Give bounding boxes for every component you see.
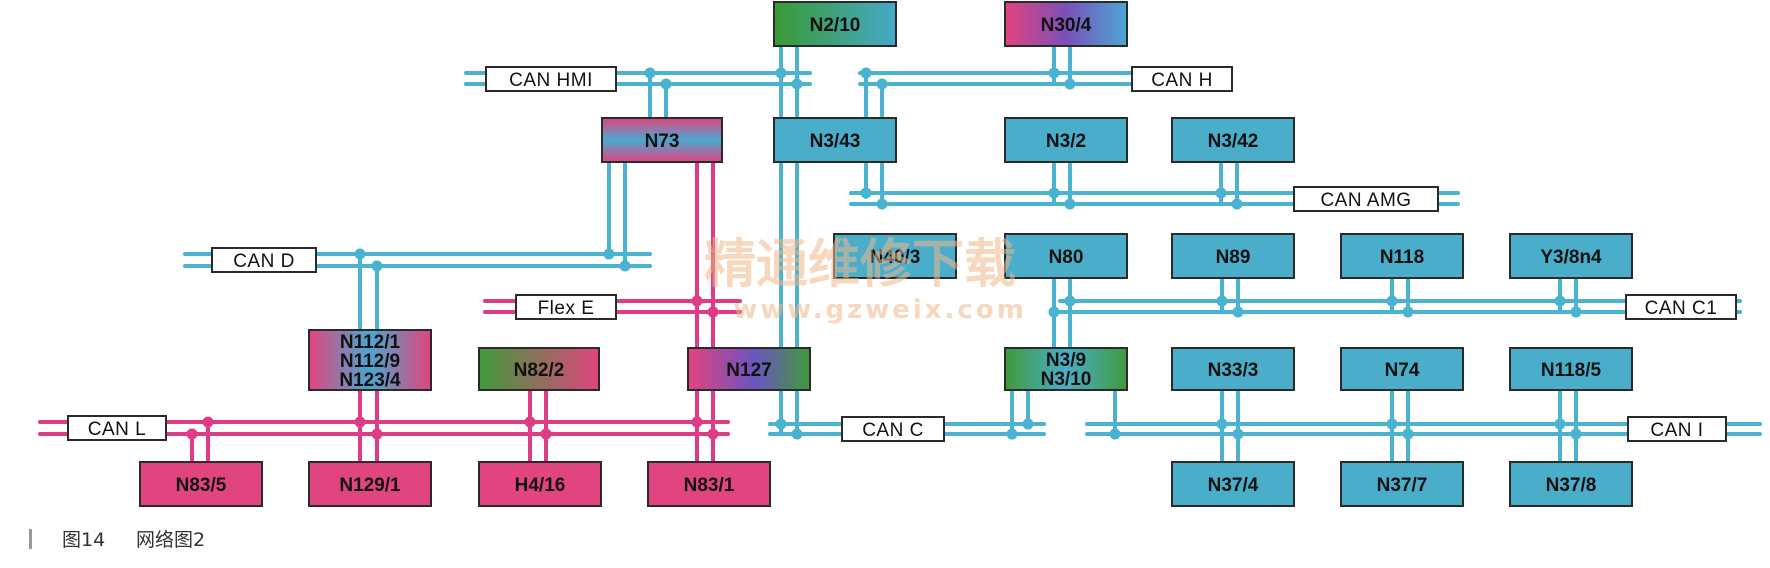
figure-caption: 图14 网络图2 [29,529,205,551]
svg-text:N74: N74 [1385,360,1420,381]
svg-text:CAN I: CAN I [1650,420,1703,441]
node-n30-4: N30/4 [1004,1,1128,47]
bus-labels: CAN HMI CAN H CAN AMG CAN D Flex E CAN C… [67,66,1737,442]
svg-text:CAN D: CAN D [233,251,295,272]
junction-dots [186,67,1582,440]
svg-text:N3/9: N3/9 [1046,350,1086,371]
node-n112-group: N112/1 N112/9 N123/4 [308,329,432,391]
svg-text:N118/5: N118/5 [1541,360,1602,381]
svg-text:Y3/8n4: Y3/8n4 [1540,247,1602,268]
svg-text:N37/7: N37/7 [1377,475,1428,496]
svg-text:CAN C: CAN C [862,420,924,441]
node-n89: N89 [1171,233,1295,279]
svg-text:CAN AMG: CAN AMG [1320,190,1411,211]
svg-text:N73: N73 [645,131,680,152]
node-n118: N118 [1340,233,1464,279]
svg-text:N118: N118 [1380,247,1424,268]
node-n73: N73 [601,117,723,163]
nodes: N2/10 N30/4 N73 N3/43 N3/2 N3/42 N40/3 [139,1,1633,507]
svg-text:N129/1: N129/1 [339,475,401,496]
svg-text:N83/5: N83/5 [176,475,227,496]
svg-text:Flex E: Flex E [538,298,595,319]
watermark-cn: 精通维修下载 [704,235,1016,295]
node-n80: N80 [1004,233,1128,279]
node-n74: N74 [1340,347,1464,391]
node-n40-3: N40/3 [833,233,957,279]
svg-text:N83/1: N83/1 [684,475,735,496]
bus-label-can-d: CAN D [211,247,317,273]
svg-text:N33/3: N33/3 [1208,360,1259,381]
bus-label-can-c: CAN C [841,416,945,442]
svg-text:N3/43: N3/43 [810,131,861,152]
svg-text:N80: N80 [1049,247,1084,268]
svg-text:N3/2: N3/2 [1046,131,1086,152]
node-n3-43: N3/43 [773,117,897,163]
caption-title: 网络图2 [136,529,205,551]
watermark-url: www.gzweix.com [733,295,1027,325]
node-n127: N127 [687,347,811,391]
node-n37-4: N37/4 [1171,461,1295,507]
node-n3-9-n3-10: N3/9 N3/10 [1004,347,1128,391]
svg-text:CAN HMI: CAN HMI [509,70,593,91]
svg-text:N3/10: N3/10 [1041,369,1092,390]
node-y3-8n4: Y3/8n4 [1509,233,1633,279]
node-n3-2: N3/2 [1004,117,1128,163]
bus-label-flex-e: Flex E [515,294,617,320]
bus-label-can-amg: CAN AMG [1293,186,1439,212]
bus-label-can-h: CAN H [1131,66,1233,92]
node-n83-5: N83/5 [139,461,263,507]
svg-text:CAN H: CAN H [1151,70,1213,91]
caption-bar [29,529,32,549]
svg-text:N112/9: N112/9 [340,351,400,372]
svg-text:N3/42: N3/42 [1208,131,1259,152]
svg-text:N89: N89 [1216,247,1251,268]
node-n2-10: N2/10 [773,1,897,47]
svg-text:N127: N127 [726,360,771,381]
svg-text:H4/16: H4/16 [515,475,566,496]
svg-text:CAN C1: CAN C1 [1645,298,1718,319]
node-n83-1: N83/1 [647,461,771,507]
svg-text:N40/3: N40/3 [870,247,921,268]
watermark: 精通维修下载 www.gzweix.com [704,235,1027,325]
svg-text:N112/1: N112/1 [340,332,401,353]
svg-text:N2/10: N2/10 [810,15,861,36]
svg-text:N37/4: N37/4 [1208,475,1259,496]
caption-figure-number: 图14 [62,529,105,551]
node-n33-3: N33/3 [1171,347,1295,391]
svg-text:N123/4: N123/4 [339,370,401,391]
svg-text:N82/2: N82/2 [514,360,565,381]
node-n118-5: N118/5 [1509,347,1633,391]
bus-label-can-hmi: CAN HMI [485,66,617,92]
bus-label-can-l: CAN L [67,415,167,441]
node-n82-2: N82/2 [478,347,600,391]
bus-label-can-i: CAN I [1627,416,1727,442]
bus-label-can-c1: CAN C1 [1625,294,1737,320]
node-n37-7: N37/7 [1340,461,1464,507]
node-n3-42: N3/42 [1171,117,1295,163]
node-n129-1: N129/1 [308,461,432,507]
node-n37-8: N37/8 [1509,461,1633,507]
svg-text:N30/4: N30/4 [1041,15,1092,36]
svg-text:CAN L: CAN L [88,419,146,440]
node-h4-16: H4/16 [478,461,602,507]
svg-text:N37/8: N37/8 [1546,475,1597,496]
